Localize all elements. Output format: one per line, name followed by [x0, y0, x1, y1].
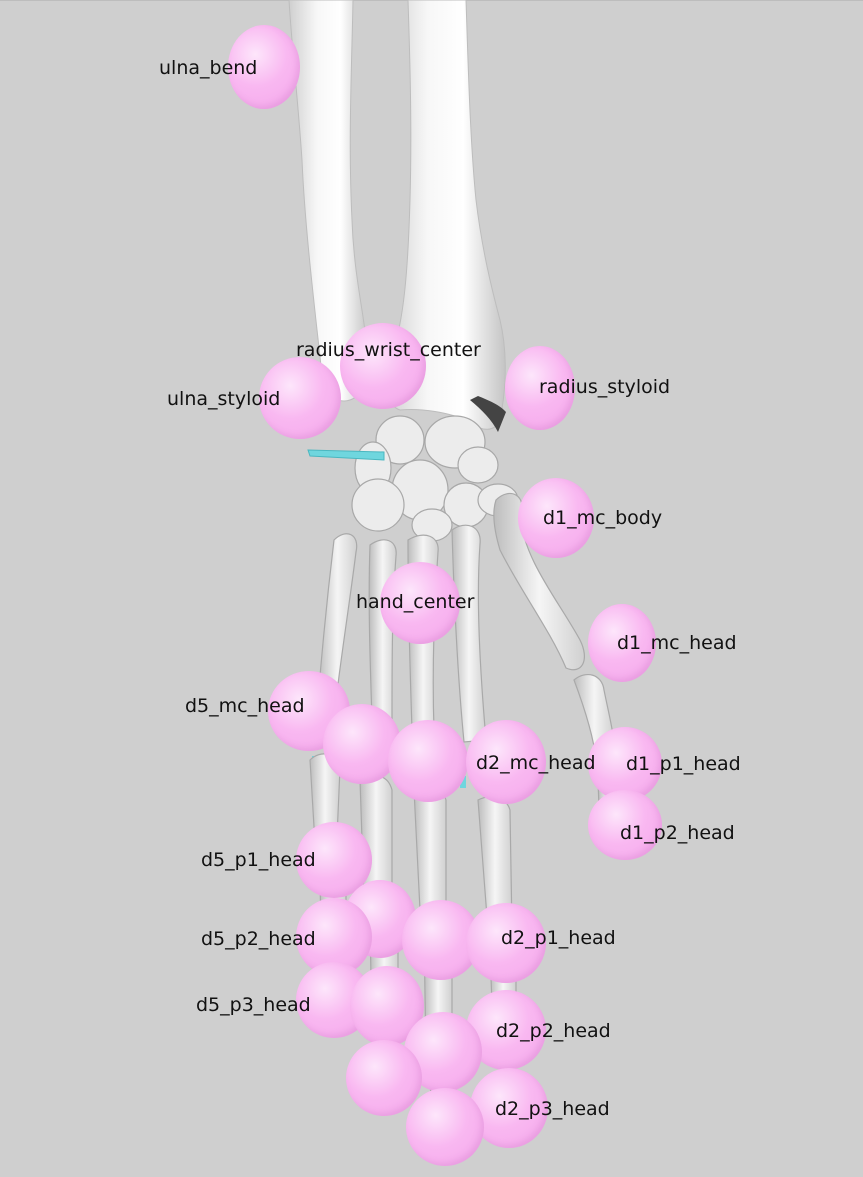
ulna-bone — [288, 0, 369, 402]
radius-styloid-marker[interactable] — [505, 346, 575, 430]
d2-p1-head-marker[interactable] — [466, 903, 546, 983]
d1-p2-head-marker[interactable] — [588, 790, 662, 860]
ulna-styloid-marker[interactable] — [259, 357, 341, 439]
d1-p1-head-marker[interactable] — [588, 727, 662, 801]
d4-mc-head-marker[interactable] — [323, 704, 401, 784]
ulna-bend-marker[interactable] — [228, 25, 300, 109]
d4-p3-head-marker[interactable] — [346, 1040, 422, 1116]
d3-p3-head-marker[interactable] — [406, 1088, 484, 1166]
pin-marker-small-right — [460, 776, 466, 788]
radius-wrist-center-marker[interactable] — [340, 323, 426, 409]
d5-p1-head-marker[interactable] — [296, 822, 372, 898]
d1-mc-body-marker[interactable] — [518, 478, 594, 558]
d3-mc-head-marker[interactable] — [388, 720, 468, 802]
radius-distal-shadow — [470, 396, 506, 432]
pin-marker — [307, 449, 385, 461]
d1-mc-head-marker[interactable] — [588, 604, 656, 682]
carpal-bones — [351, 415, 519, 542]
d2-mc-head-marker[interactable] — [466, 720, 546, 804]
hand-center-marker[interactable] — [380, 562, 460, 644]
